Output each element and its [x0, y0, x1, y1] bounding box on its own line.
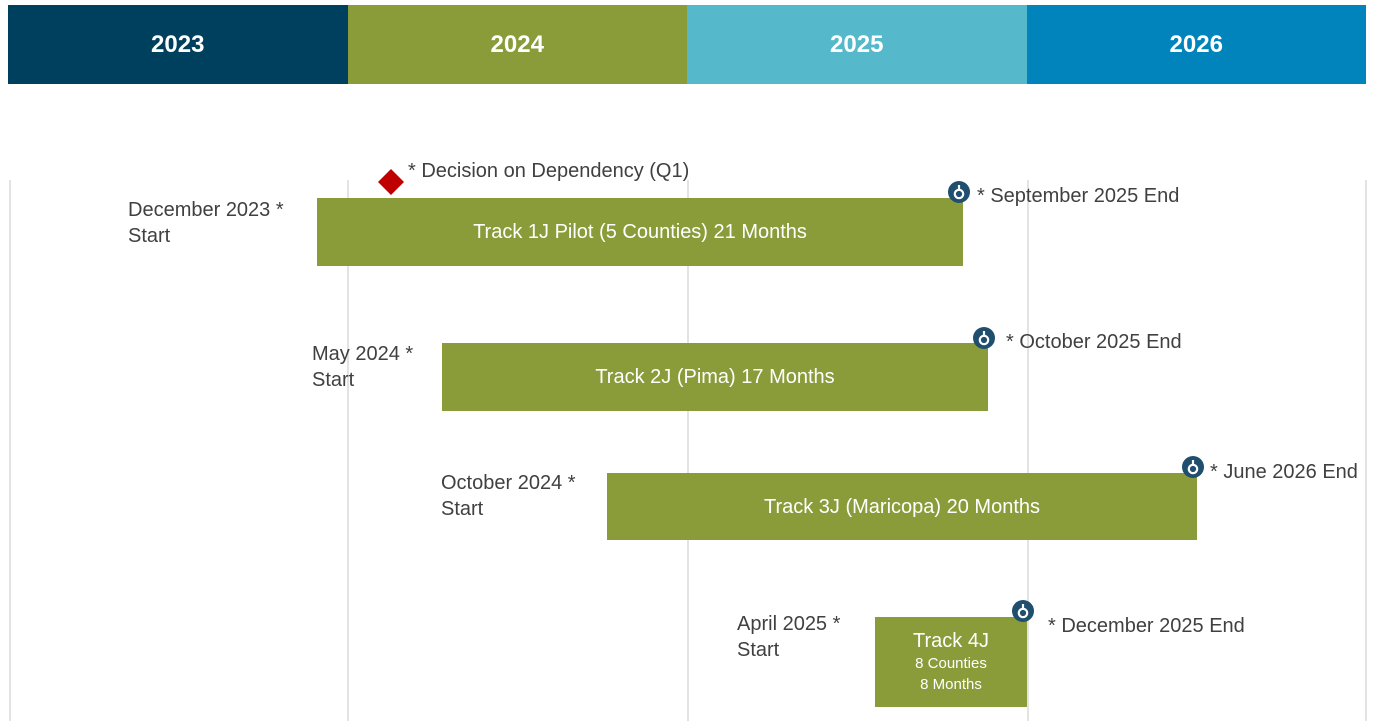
- track1-bar: Track 1J Pilot (5 Counties) 21 Months: [317, 198, 963, 266]
- track3-start-label: October 2024 * Start: [441, 472, 576, 520]
- gridline: [347, 180, 349, 721]
- track2-bar: Track 2J (Pima) 17 Months: [442, 343, 988, 411]
- gridline: [1365, 180, 1367, 721]
- end-marker-icon: [973, 327, 995, 349]
- gridline: [687, 180, 689, 721]
- track1-end-label: * September 2025 End: [977, 185, 1180, 207]
- gridline: [9, 180, 11, 721]
- end-marker-icon: [948, 181, 970, 203]
- year-2026: 2026: [1026, 5, 1366, 84]
- end-marker-icon: [1182, 456, 1204, 478]
- track3-end-label: * June 2026 End: [1210, 461, 1358, 483]
- track2-name: Track 2J (Pima) 17 Months: [595, 366, 835, 388]
- year-2024: 2024: [347, 5, 687, 84]
- track4-duration: 8 Months: [920, 676, 982, 693]
- track4-counties: 8 Counties: [915, 655, 987, 672]
- track1-start-label: December 2023 * Start: [128, 199, 284, 247]
- track4-start-label: April 2025 * Start: [737, 613, 841, 661]
- end-marker-icon: [1012, 600, 1034, 622]
- track2-start-label: May 2024 * Start: [312, 343, 414, 391]
- track4-end-label: * December 2025 End: [1048, 615, 1245, 637]
- track3-bar: Track 3J (Maricopa) 20 Months: [607, 473, 1197, 540]
- track4-name: Track 4J: [913, 630, 989, 652]
- track4-bar: Track 4J 8 Counties 8 Months: [875, 617, 1027, 707]
- gridline: [1027, 180, 1029, 721]
- milestone-label: * Decision on Dependency (Q1): [408, 160, 690, 182]
- track1-name: Track 1J Pilot (5 Counties) 21 Months: [473, 221, 807, 243]
- diamond-icon: [378, 169, 404, 195]
- year-header: 2023 2024 2025 2026: [8, 5, 1366, 84]
- year-2023: 2023: [8, 5, 348, 84]
- track2-end-label: * October 2025 End: [1006, 331, 1182, 353]
- year-2025: 2025: [687, 5, 1027, 84]
- track3-name: Track 3J (Maricopa) 20 Months: [763, 495, 1040, 518]
